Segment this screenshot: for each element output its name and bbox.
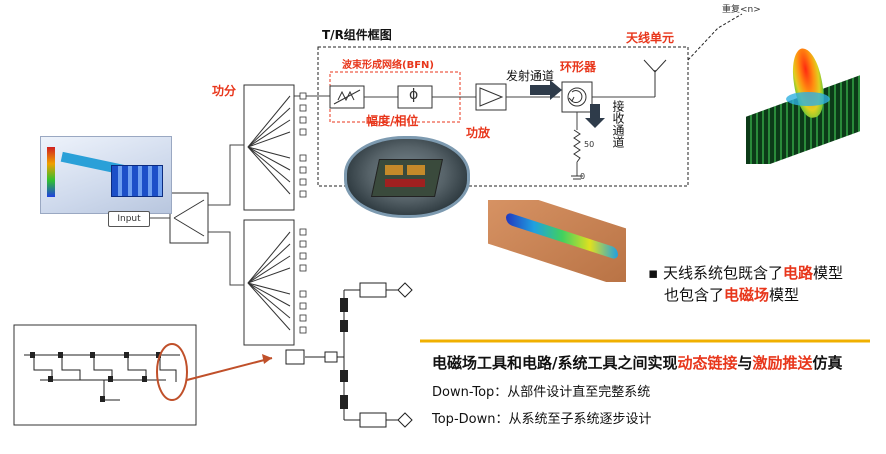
resistor-symbol bbox=[573, 129, 581, 163]
callout-arrowhead bbox=[262, 354, 272, 364]
splitter-box-bottom bbox=[243, 219, 295, 346]
colorbar bbox=[47, 147, 55, 197]
ground-label: 0 bbox=[580, 172, 586, 181]
antenna-unit-label: 天线单元 bbox=[626, 31, 675, 45]
port-markers bbox=[299, 92, 307, 334]
tx-arrow bbox=[530, 80, 562, 100]
microstrip-sim-image bbox=[484, 200, 632, 282]
down-top-line: Down-Top：从部件设计直至完整系统 bbox=[432, 385, 651, 400]
bullet-dot: ▪ bbox=[648, 264, 663, 282]
radiation-pattern-image bbox=[738, 40, 868, 164]
power-divider-label: 功分 bbox=[212, 84, 237, 98]
patch-array bbox=[111, 165, 163, 197]
callout-arrow-line bbox=[186, 357, 273, 381]
rx-channel-label: 接收通道 bbox=[611, 100, 625, 148]
bullet-line-1: ▪ 天线系统包既含了电路模型 bbox=[648, 264, 843, 282]
feed-network-detail bbox=[305, 289, 400, 421]
bottom-headline: 电磁场工具和电路/系统工具之间实现动态链接与激励推送仿真 bbox=[432, 354, 843, 372]
circulator-box bbox=[561, 81, 593, 113]
input-port-label: Input bbox=[108, 211, 150, 227]
bullet-block: ▪ 天线系统包既含了电路模型 也包含了电磁场模型 bbox=[648, 262, 843, 306]
em-model-thumbnail bbox=[40, 136, 172, 214]
bullet-line-2: 也包含了电磁场模型 bbox=[664, 286, 800, 304]
feed-overview-tree bbox=[24, 354, 180, 401]
zoom-highlight-ellipse bbox=[156, 343, 188, 401]
repeat-pointer bbox=[687, 13, 743, 61]
attenuator-symbol bbox=[333, 89, 361, 105]
amp-phase-label: 幅度/相位 bbox=[366, 114, 419, 128]
fan-lines-top bbox=[247, 95, 291, 195]
circulator-label: 环形器 bbox=[560, 60, 597, 74]
fan-lines-bottom bbox=[247, 231, 291, 331]
feed-overview-panel bbox=[13, 324, 197, 426]
repeat-label: 重复<n> bbox=[722, 5, 761, 15]
tr-module-photo bbox=[344, 136, 470, 218]
tr-module-title: T/R组件框图 bbox=[322, 28, 392, 42]
power-amp-label: 功放 bbox=[466, 126, 491, 140]
bottom-text-block: 电磁场工具和电路/系统工具之间实现动态链接与激励推送仿真 Down-Top：从部… bbox=[432, 352, 843, 427]
top-down-line: Top-Down：从系统至子系统逐步设计 bbox=[432, 412, 652, 427]
feed-network-ports bbox=[285, 282, 413, 428]
rx-arrow bbox=[585, 104, 605, 128]
amplifier-symbol bbox=[479, 87, 504, 107]
tr-module-frame bbox=[317, 46, 689, 187]
resistor-value: 50 bbox=[584, 140, 595, 149]
bfn-label: 波束形成网络(BFN) bbox=[342, 60, 434, 71]
phase-symbol: ϕ bbox=[409, 87, 419, 103]
tx-channel-label: 发射通道 bbox=[506, 69, 555, 83]
antenna-symbol bbox=[643, 59, 667, 73]
